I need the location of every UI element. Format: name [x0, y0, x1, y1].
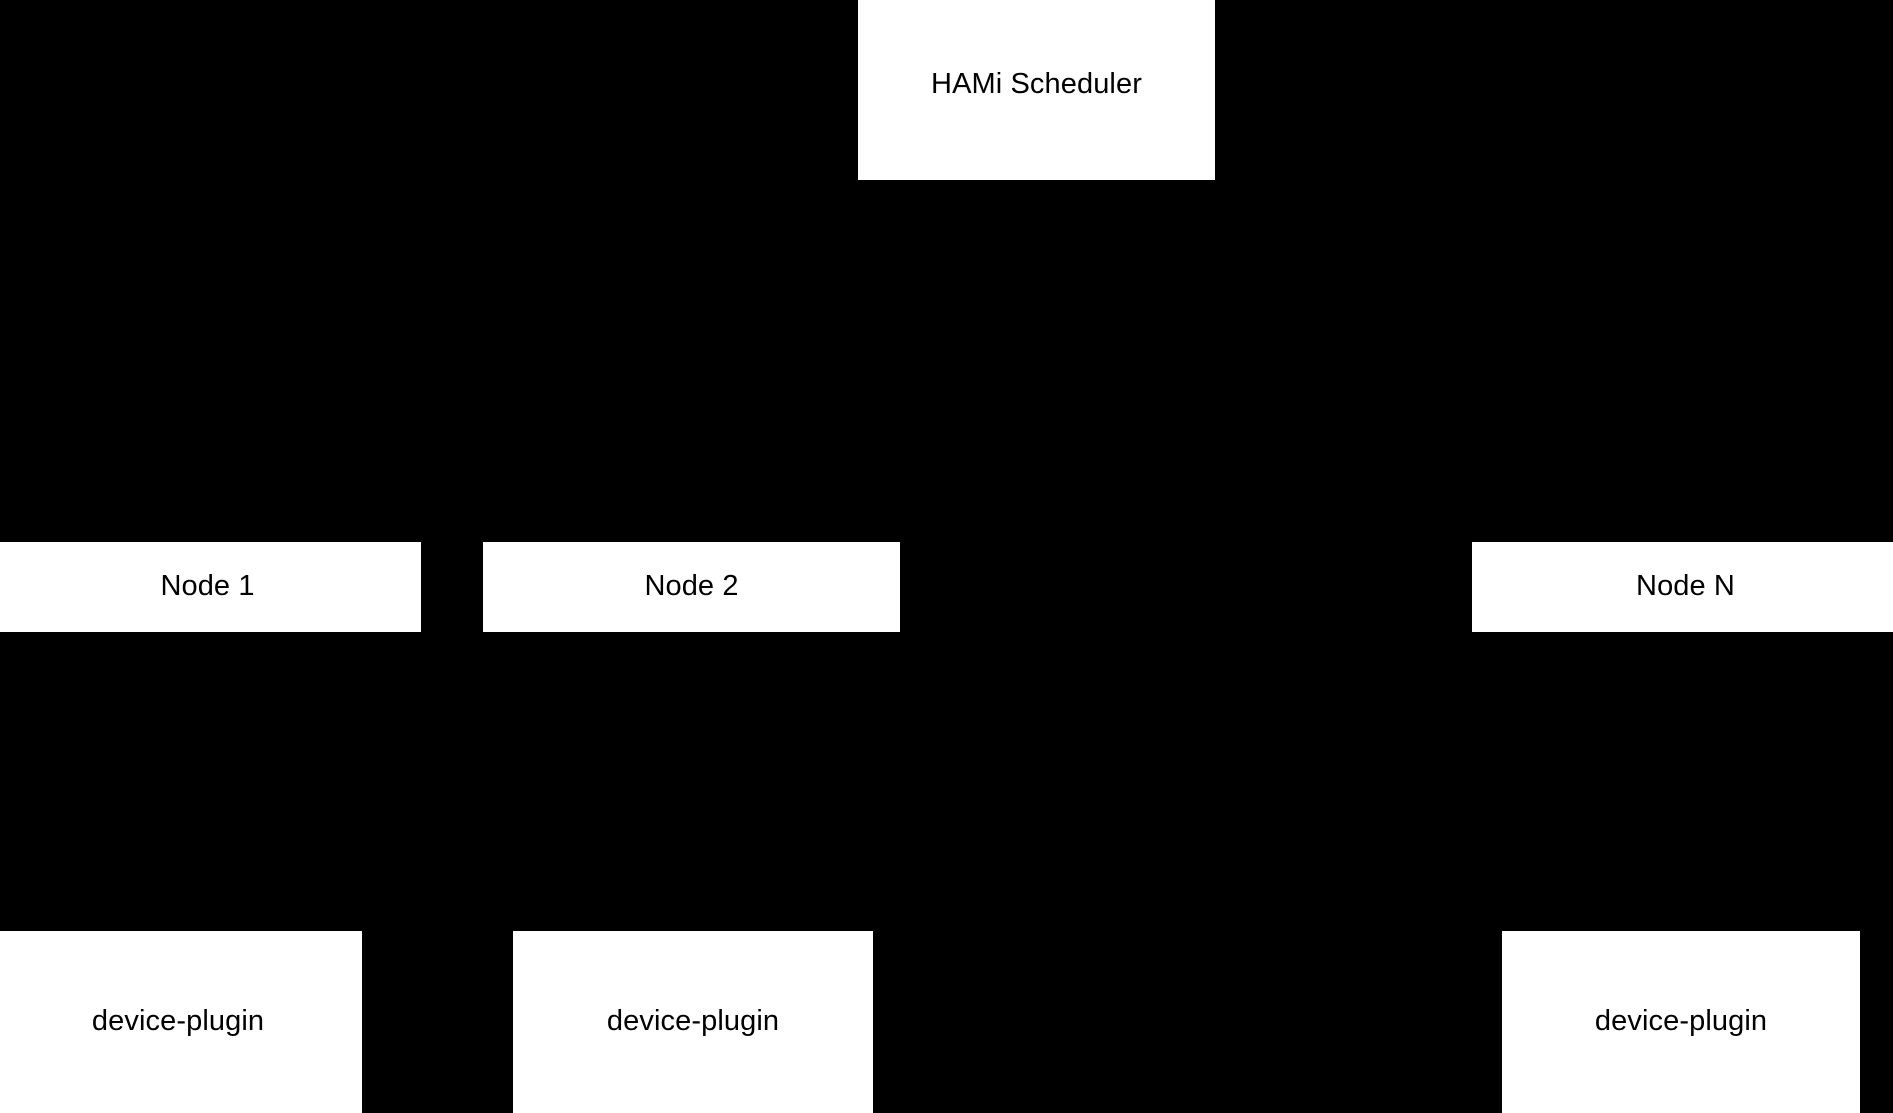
device-plugin-label-n: device-plugin: [1594, 1005, 1768, 1038]
device-plugin-box-n[interactable]: device-plugin: [1502, 931, 1860, 1113]
device-plugin-box-1[interactable]: device-plugin: [0, 931, 362, 1113]
node-box-node-2[interactable]: Node 2: [483, 542, 900, 632]
device-plugin-label-1: device-plugin: [91, 1005, 265, 1038]
node-box-node-1[interactable]: Node 1: [0, 542, 421, 632]
device-plugin-box-2[interactable]: device-plugin: [513, 931, 873, 1113]
node-box-node-n[interactable]: Node N: [1472, 542, 1893, 632]
scheduler-node-label: HAMi Scheduler: [931, 68, 1142, 101]
node-label-node-2: Node 2: [644, 570, 739, 603]
scheduler-node-box[interactable]: HAMi Scheduler: [858, 0, 1215, 180]
device-plugin-label-2: device-plugin: [606, 1005, 780, 1038]
node-label-node-1: Node 1: [160, 570, 255, 603]
node-label-node-n: Node N: [1636, 570, 1735, 603]
